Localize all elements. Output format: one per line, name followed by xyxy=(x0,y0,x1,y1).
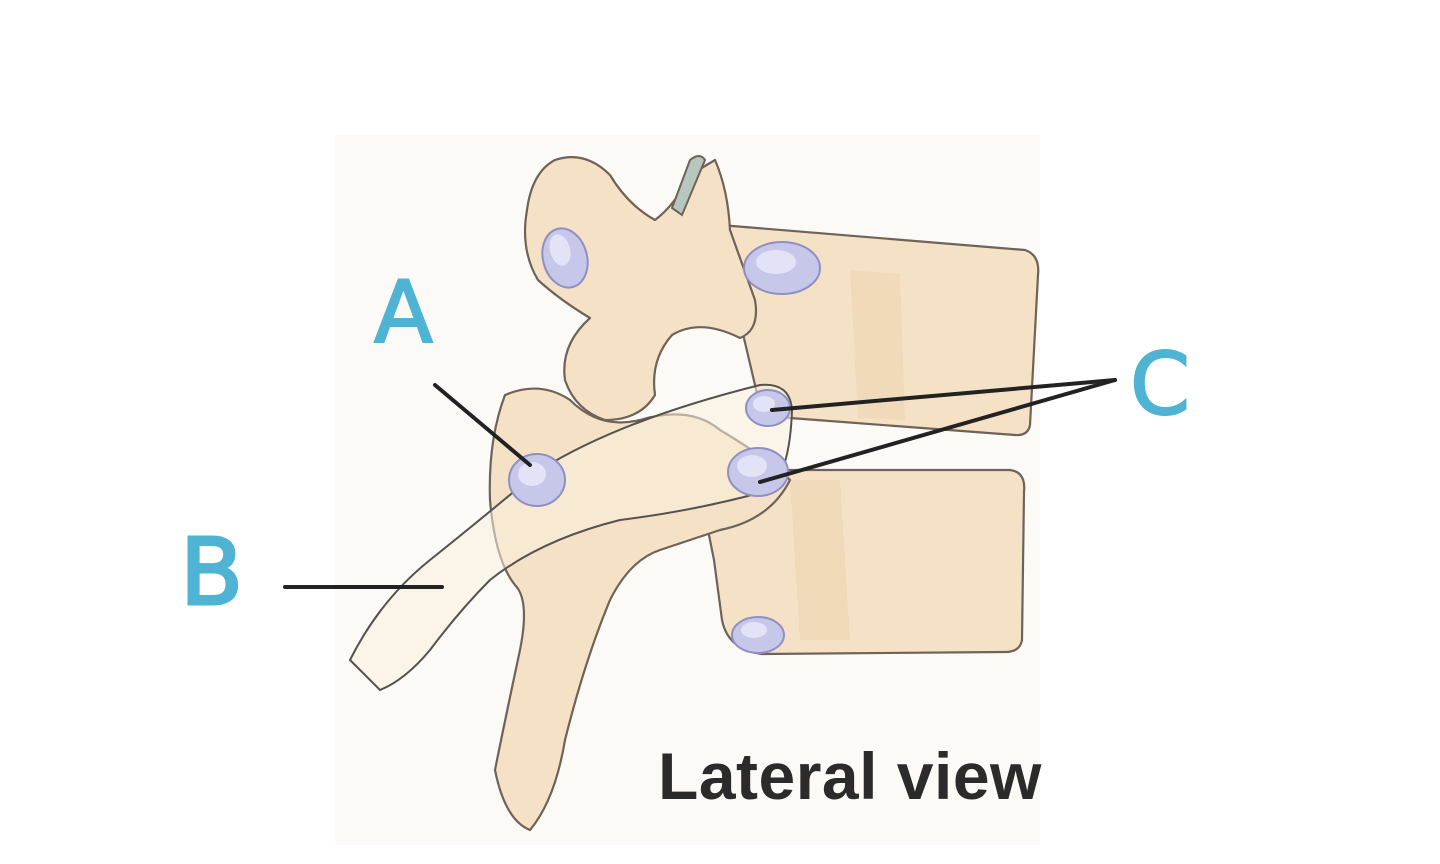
facet-transverse-costal xyxy=(508,453,566,507)
upper-vertebral-arch xyxy=(524,156,758,422)
rib xyxy=(348,383,794,692)
caption-lateral-view: Lateral view xyxy=(658,739,1042,813)
label-a: A xyxy=(374,263,433,363)
leader-line-c-lower xyxy=(758,378,1117,484)
leader-line-c-upper xyxy=(770,378,1117,412)
leader-line-a xyxy=(433,383,532,467)
label-b: B xyxy=(180,519,243,626)
facet-inferior-costal xyxy=(727,447,789,497)
facet-lower-body xyxy=(731,616,785,654)
lower-body-shade xyxy=(790,480,850,640)
facet-upper-body xyxy=(743,241,821,295)
label-c: C xyxy=(1130,335,1190,435)
spinous-tip-upper xyxy=(670,155,707,217)
upper-body-shade xyxy=(850,270,905,420)
facet-upper-left xyxy=(541,227,589,289)
